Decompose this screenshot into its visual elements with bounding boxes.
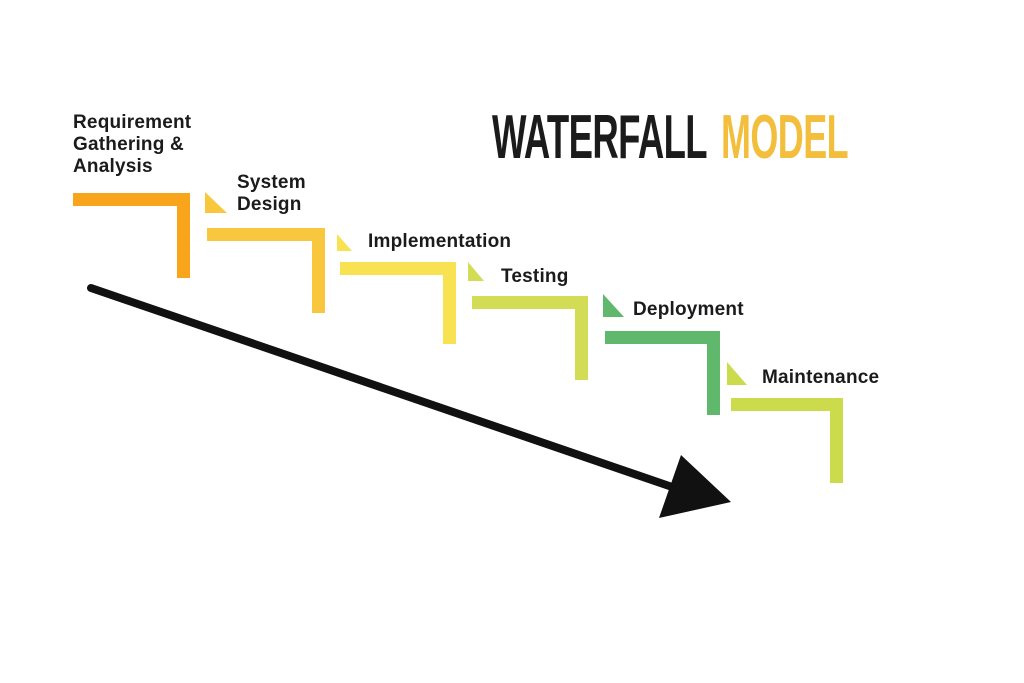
step-elbow-bar: [731, 398, 843, 483]
step-label-implementation: Implementation: [368, 231, 512, 252]
step-elbow-bar: [605, 331, 720, 415]
flow-direction-arrowhead-icon: [659, 455, 731, 518]
step-label-system-design: System Design: [237, 172, 306, 215]
page-title-primary: WATERFALL: [492, 103, 707, 172]
corner-triangle-icon: [337, 234, 352, 251]
step-elbow-bar: [340, 262, 456, 344]
step-label-maintenance: Maintenance: [762, 367, 880, 388]
step-label-requirement: Requirement Gathering & Analysis: [73, 112, 192, 177]
corner-triangle-icon: [205, 192, 227, 213]
corner-triangle-icon: [727, 362, 747, 385]
step-elbow-bar: [73, 193, 190, 278]
page-title-accent: MODEL: [721, 103, 848, 172]
step-label-testing: Testing: [501, 266, 569, 287]
corner-triangle-icon: [603, 294, 624, 317]
step-label-deployment: Deployment: [633, 299, 744, 320]
step-elbow-bar: [472, 296, 588, 380]
step-elbow-bar: [207, 228, 325, 313]
corner-triangle-icon: [468, 262, 484, 281]
